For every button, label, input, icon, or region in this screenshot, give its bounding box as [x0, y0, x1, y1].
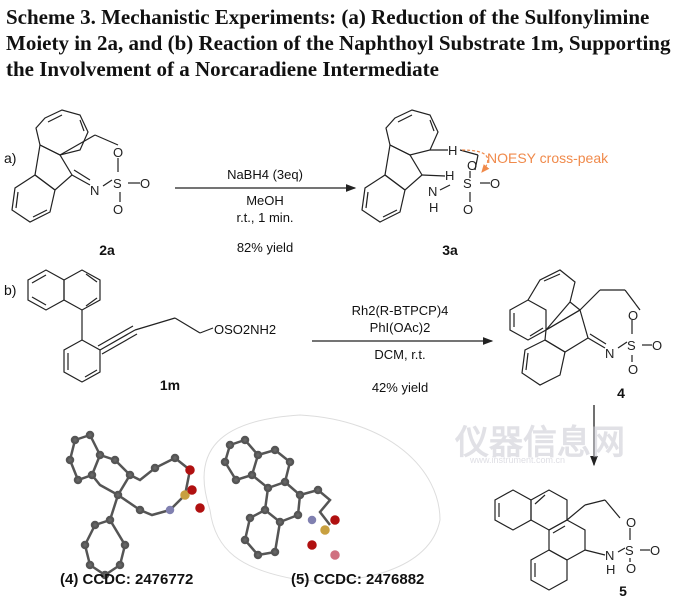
svg-text:O: O — [113, 145, 123, 160]
reagent-b-1: Rh2(R-BTPCP)4 — [351, 303, 449, 318]
svg-text:O: O — [113, 202, 123, 217]
svg-text:S: S — [113, 176, 122, 191]
compound-label-3a: 3a — [442, 242, 458, 258]
svg-text:O: O — [652, 338, 662, 353]
reagent-a-1: NaBH4 (3eq) — [227, 167, 303, 182]
svg-text:N: N — [605, 346, 614, 361]
structure-5: N H S O O O — [494, 489, 660, 591]
reagent-a-3: r.t., 1 min. — [236, 210, 294, 225]
yield-a: 82% yield — [236, 240, 294, 255]
svg-text:S: S — [625, 543, 634, 558]
svg-text:O: O — [140, 176, 150, 191]
svg-text:H: H — [448, 143, 457, 158]
part-a-label: a) — [4, 150, 17, 166]
compound-label-4: 4 — [617, 385, 625, 401]
crystal-structure-4 — [65, 430, 205, 580]
compound-label-2a: 2a — [99, 242, 115, 258]
compound-label-5: 5 — [619, 583, 627, 599]
reagent-b-2: PhI(OAc)2 — [369, 320, 431, 335]
svg-text:O: O — [463, 202, 473, 217]
structure-1m — [27, 269, 214, 383]
structure-3a: H H N H S O O O — [361, 109, 500, 223]
svg-text:S: S — [627, 338, 636, 353]
watermark-text: 仪器信息网 — [455, 424, 625, 462]
svg-text:H: H — [606, 562, 615, 577]
svg-text:O: O — [467, 158, 477, 173]
substituent-label: OSO2NH2 — [214, 322, 277, 337]
yield-b: 42% yield — [371, 380, 429, 395]
svg-text:O: O — [626, 515, 636, 530]
svg-text:O: O — [490, 176, 500, 191]
watermark-url: www.instrument.com.cn — [470, 455, 566, 465]
crystal-caption-5: (5) CCDC: 2476882 — [291, 571, 425, 588]
svg-text:N: N — [605, 548, 614, 563]
crystal-structure-5 — [203, 414, 441, 582]
reagent-a-2: MeOH — [246, 193, 284, 208]
compound-label-1m: 1m — [159, 377, 181, 393]
reagent-b-3: DCM, r.t. — [374, 347, 426, 362]
svg-text:H: H — [429, 200, 438, 215]
structure-4: N S O O O — [509, 269, 662, 386]
svg-text:N: N — [428, 184, 437, 199]
structure-2a: N S O O O — [11, 109, 150, 223]
part-b-label: b) — [4, 282, 17, 298]
crystal-caption-4: (4) CCDC: 2476772 — [60, 571, 194, 588]
svg-text:O: O — [650, 543, 660, 558]
svg-text:O: O — [628, 308, 638, 323]
svg-text:H: H — [445, 168, 454, 183]
noesy-annotation: NOESY cross-peak — [487, 150, 609, 166]
scheme-title: Scheme 3. Mechanistic Experiments: (a) R… — [6, 5, 671, 81]
svg-text:S: S — [463, 176, 472, 191]
svg-text:O: O — [628, 362, 638, 377]
svg-text:N: N — [90, 183, 99, 198]
svg-text:O: O — [626, 561, 636, 576]
